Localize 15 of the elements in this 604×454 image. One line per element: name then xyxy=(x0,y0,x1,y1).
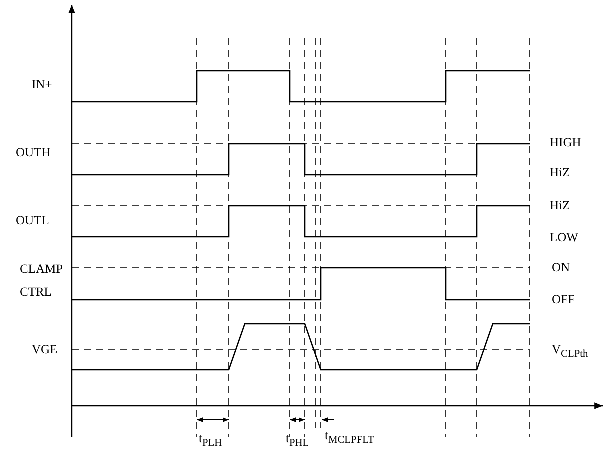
level-label: HiZ xyxy=(550,166,570,180)
timing-label: t$_{PLH}$ xyxy=(199,431,222,451)
level-label: LOW xyxy=(550,230,578,246)
signal-name: VGE xyxy=(32,342,58,358)
level-label: HIGH xyxy=(550,136,582,150)
signal-name: OUTL xyxy=(16,214,50,228)
signal-name: IN+ xyxy=(32,78,52,92)
level-label: HiZ xyxy=(550,198,570,214)
threshold-label: V$_{CLPth}$ xyxy=(552,342,588,362)
signal-name: CLAMP CTRL xyxy=(20,261,60,301)
signal-name: OUTH xyxy=(16,146,51,160)
timing-label: t$_{PHL}$ xyxy=(286,431,310,451)
level-label: ON xyxy=(552,260,570,276)
timing-label: t$_{MCLPFLT}$ xyxy=(325,428,374,448)
level-label: OFF xyxy=(552,292,575,308)
